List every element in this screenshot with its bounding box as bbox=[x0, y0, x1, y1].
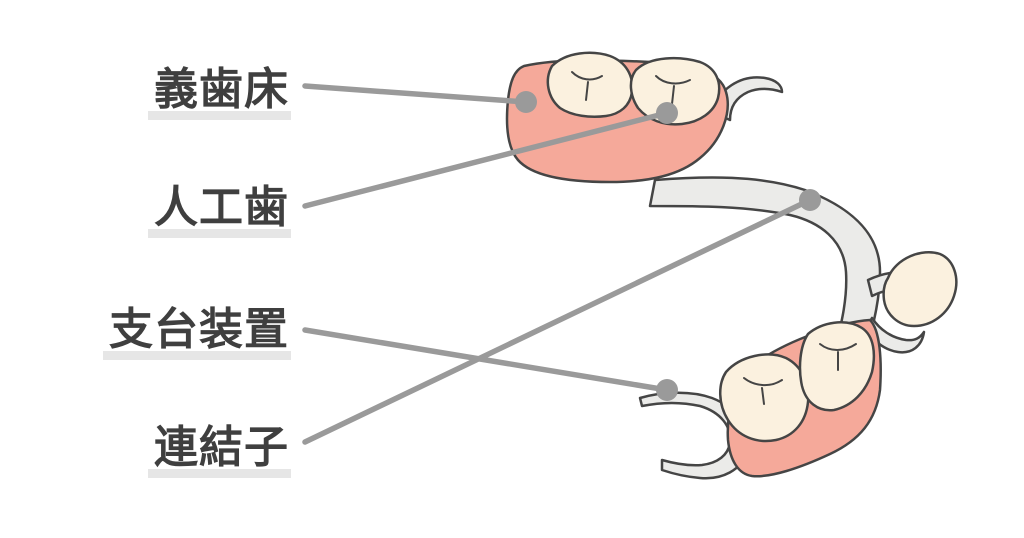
lower-tooth-fissures bbox=[743, 343, 857, 405]
dot-connector bbox=[799, 189, 821, 211]
leader-dots bbox=[515, 91, 821, 401]
label-artificial-tooth: 人工歯 bbox=[148, 182, 291, 238]
leader-line-connector bbox=[302, 197, 813, 445]
leader-line-artificial-tooth bbox=[302, 110, 670, 209]
lower-tooth-1 bbox=[719, 353, 810, 443]
leader-line-denture-base bbox=[302, 83, 529, 105]
upper-artificial-teeth bbox=[546, 51, 721, 126]
label-connector: 連結子 bbox=[148, 422, 291, 478]
right-clasp bbox=[864, 316, 926, 354]
upper-clasp bbox=[710, 76, 784, 122]
leader-lines bbox=[302, 83, 813, 445]
dot-denture-base bbox=[515, 91, 537, 113]
upper-tooth-1 bbox=[546, 51, 634, 118]
label-denture-base: 義歯床 bbox=[148, 64, 291, 120]
dot-abutment-device bbox=[656, 379, 678, 401]
lower-artificial-teeth bbox=[719, 321, 876, 443]
abutment-tooth-right bbox=[882, 251, 958, 328]
upper-tooth-2 bbox=[629, 57, 721, 126]
label-abutment-device: 支台装置 bbox=[103, 304, 291, 360]
dot-artificial-tooth bbox=[656, 102, 678, 124]
upper-tooth-fissures bbox=[571, 71, 691, 105]
leader-line-abutment-device bbox=[302, 327, 670, 393]
metal-framework bbox=[638, 76, 926, 480]
